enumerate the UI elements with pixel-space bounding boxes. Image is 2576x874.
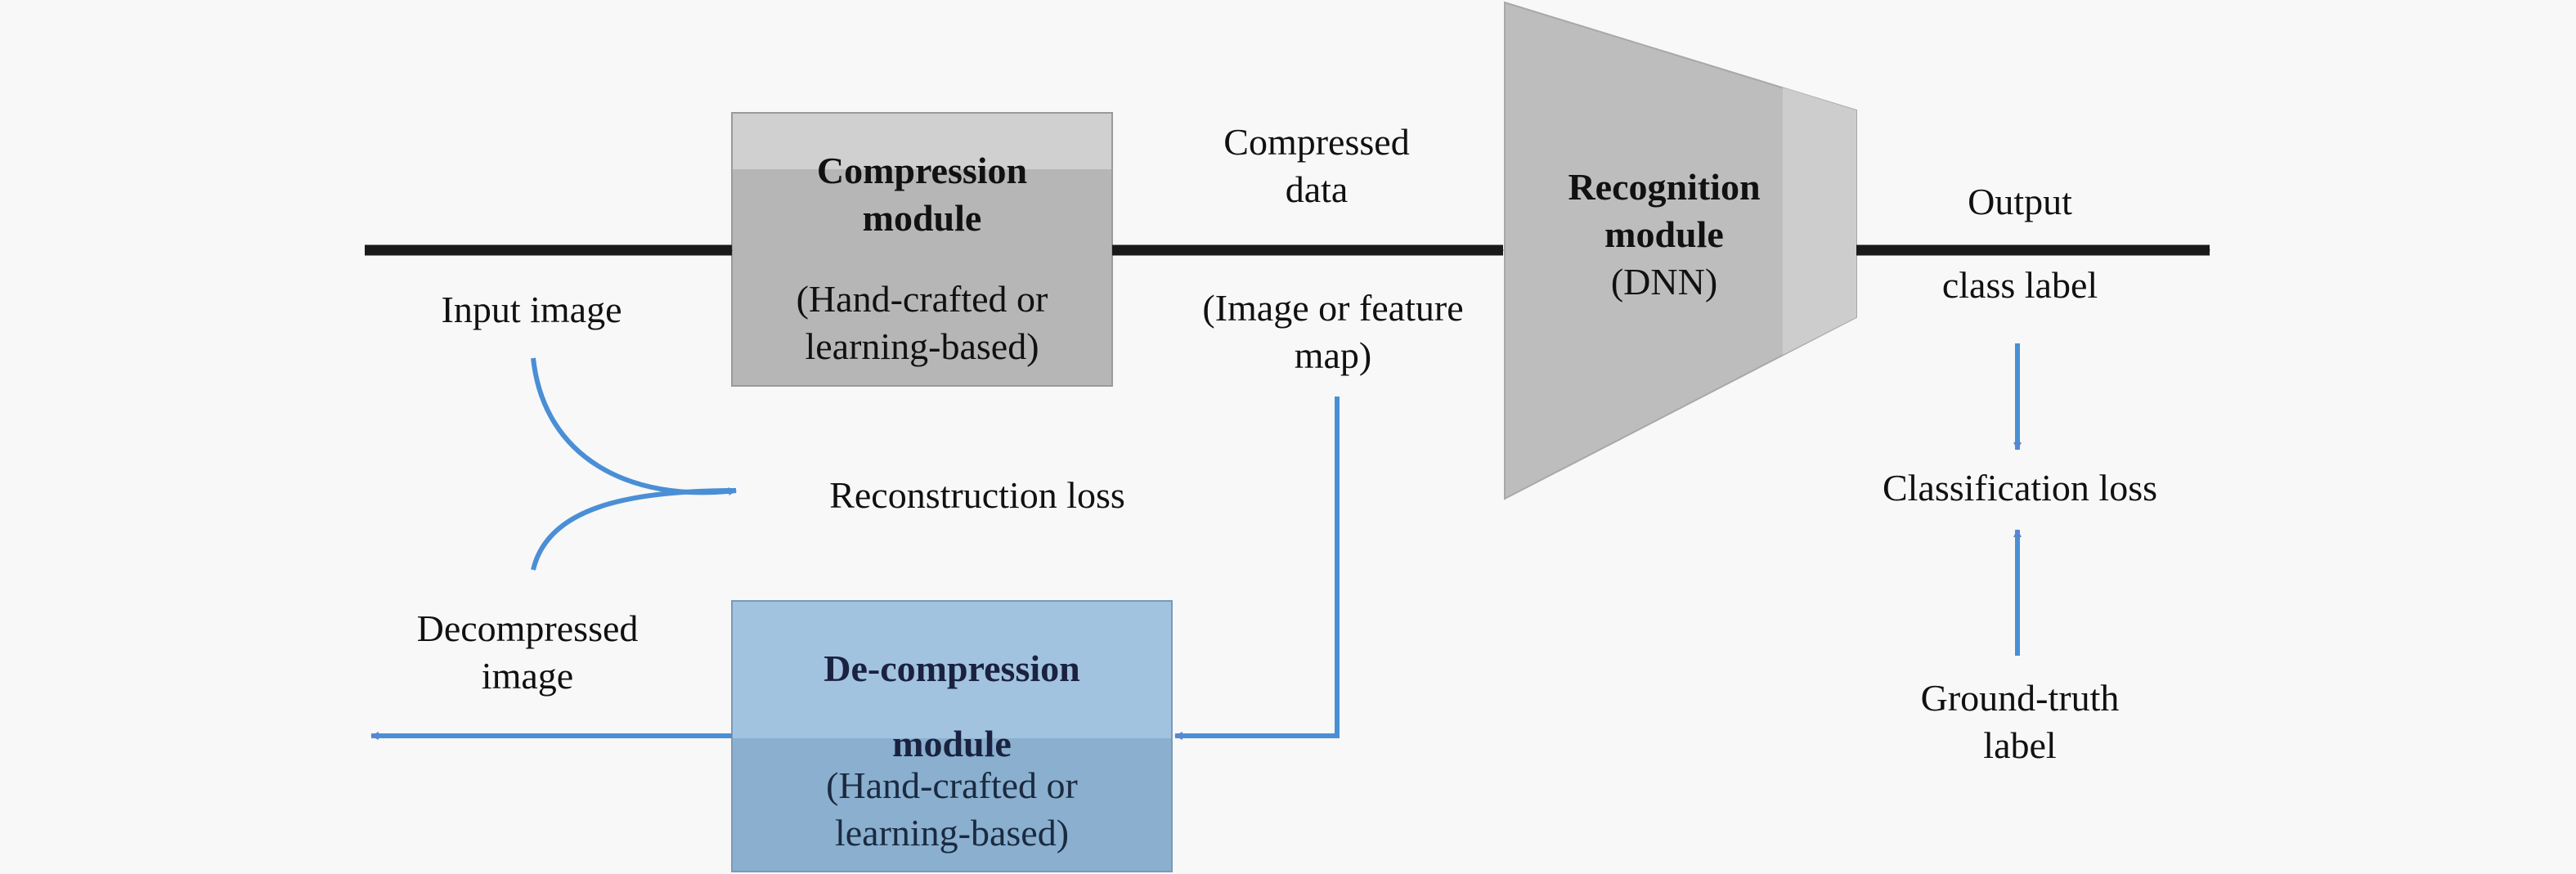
decompressed-line-2: image (481, 655, 574, 697)
ground-truth-line-1: Ground-truth (1920, 677, 2120, 719)
decompressed-image-label: Decompressed image (384, 605, 671, 700)
decompressed-to-recon-loss-curve (531, 488, 737, 571)
compression-module-box (731, 112, 1113, 387)
compression-sub-line-2: learning-based) (805, 325, 1039, 367)
output-label-bottom: class label (1941, 264, 2098, 306)
input-image-label: Input image (441, 289, 622, 330)
compression-module-title: Compression module (732, 147, 1112, 242)
recognition-title-line-2: module (1604, 213, 1724, 255)
decompression-module-box (731, 600, 1173, 872)
compression-module-subtitle: (Hand-crafted or learning-based) (732, 276, 1112, 370)
decompression-title-line-1: De-compression (824, 648, 1080, 689)
decompressed-line-1: Decompressed (416, 607, 639, 649)
decompression-title-line-2: module (892, 723, 1012, 764)
compressed-data-label: Compressed data (1161, 119, 1472, 213)
compressed-data-sub-line-1: (Image or feature (1202, 287, 1464, 329)
compression-title-line-2: module (862, 197, 982, 239)
recognition-module-label: Recognition module (DNN) (1554, 164, 1775, 306)
recognition-sub: (DNN) (1610, 261, 1718, 303)
ground-truth-line-2: label (1983, 724, 2057, 766)
compressed-data-subtitle: (Image or feature map) (1169, 285, 1497, 379)
input-to-recon-loss-curve (531, 357, 737, 495)
compressed-data-line-2: data (1285, 168, 1349, 210)
ground-truth-label: Ground-truth label (1897, 675, 2143, 769)
recognition-module-shape (1504, 1, 1857, 500)
reconstruction-loss-label: Reconstruction loss (829, 474, 1125, 516)
output-label-top: Output (1968, 181, 2072, 222)
compressed-data-sub-line-2: map) (1294, 334, 1372, 376)
recognition-title-line-1: Recognition (1568, 166, 1761, 208)
decompression-sub-line-1: (Hand-crafted or (826, 764, 1078, 806)
decompression-module-title: De-compression module (732, 631, 1172, 782)
decompression-sub-line-2: learning-based) (834, 812, 1070, 854)
classification-loss-label: Classification loss (1882, 467, 2158, 509)
compressed-data-line-1: Compressed (1223, 121, 1410, 163)
compression-title-line-1: Compression (816, 150, 1028, 191)
decompression-module-subtitle: (Hand-crafted or learning-based) (732, 762, 1172, 857)
compressed-to-decompression-arrow (1174, 397, 1340, 740)
compression-sub-line-1: (Hand-crafted or (796, 278, 1048, 320)
